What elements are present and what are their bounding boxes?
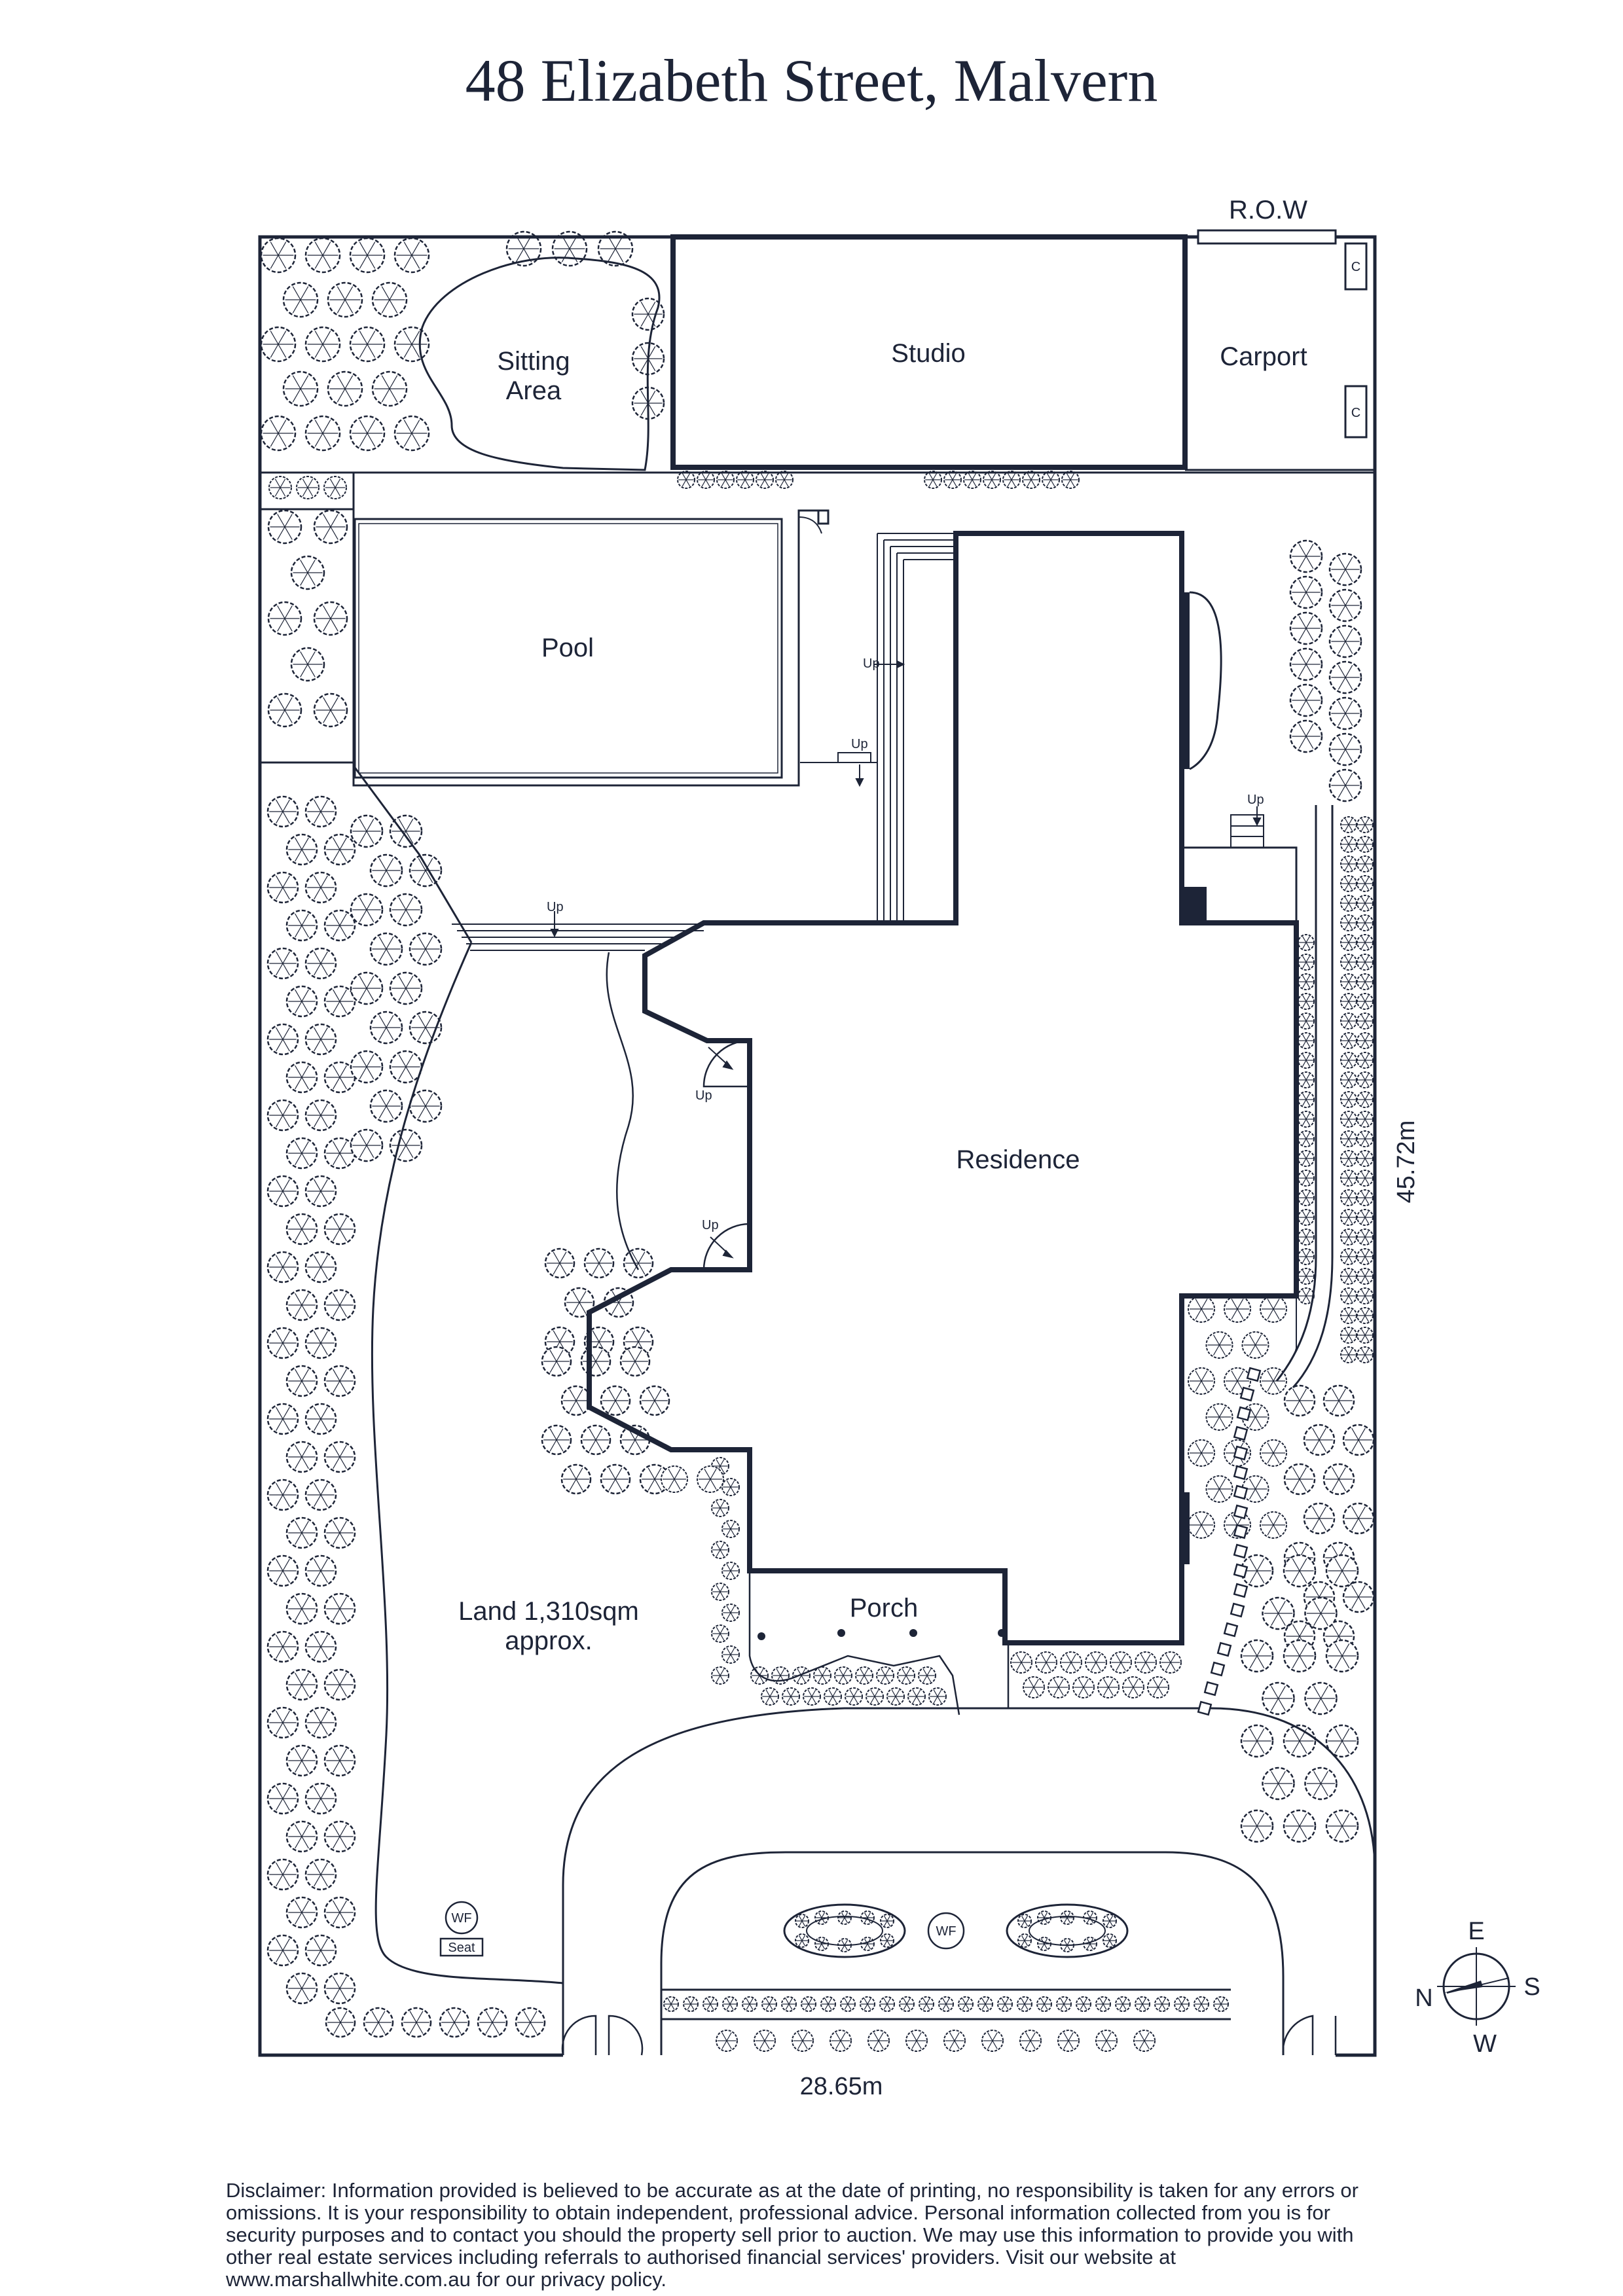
driveway (562, 1707, 1376, 2055)
pool-label: Pool (541, 634, 594, 662)
compass-n: N (1415, 1984, 1432, 2012)
carport-cupboard-bottom (1344, 385, 1368, 439)
stepping-stones (1197, 1367, 1262, 1716)
porch-label: Porch (850, 1594, 919, 1623)
svg-text:Seat: Seat (448, 1941, 475, 1955)
sitting-area-label-2: Area (506, 376, 562, 405)
water-feature-garden (445, 1901, 479, 1935)
width-dimension: 28.65m (800, 2073, 883, 2100)
compass: E S N W (1415, 1918, 1540, 2058)
planter-left (783, 1903, 906, 1958)
compass-s: S (1523, 1973, 1540, 2001)
sitting-area (418, 257, 661, 471)
disclaimer: Disclaimer: Information provided is beli… (226, 2179, 1359, 2291)
row-gate (1197, 229, 1337, 245)
compass-w: W (1473, 2030, 1497, 2058)
residence-label: Residence (956, 1145, 1080, 1174)
pool (354, 518, 783, 779)
up-label-side: Up (1247, 793, 1264, 807)
cupboard-label-top: C (1351, 260, 1360, 274)
studio (670, 234, 1188, 470)
page-title: 48 Elizabeth Street, Malvern (465, 47, 1158, 114)
carport-cupboard-top (1344, 242, 1368, 291)
depth-dimension: 45.72m (1393, 1121, 1420, 1204)
landscaping-trees (260, 230, 1375, 2052)
carport-label: Carport (1220, 342, 1307, 371)
up-label-terrace: Up (547, 900, 564, 914)
up-label-door-1: Up (695, 1088, 712, 1103)
row-label: R.O.W (1229, 196, 1307, 224)
up-label-door-2: Up (702, 1218, 719, 1232)
land-area-label-2: approx. (505, 1626, 592, 1655)
residence (587, 531, 1299, 1645)
cupboard-label-bottom: C (1351, 406, 1360, 420)
up-label-pool: Up (851, 737, 868, 751)
studio-label: Studio (891, 339, 965, 368)
planter-right (1006, 1903, 1129, 1958)
compass-e: E (1468, 1918, 1484, 1945)
land-area-label-1: Land 1,310sqm (458, 1597, 639, 1626)
water-feature-driveway (927, 1912, 965, 1950)
garden-seat (439, 1937, 484, 1957)
sitting-area-label-1: Sitting (497, 347, 570, 376)
up-label-deck: Up (863, 656, 880, 671)
svg-text:WF: WF (936, 1924, 956, 1939)
svg-text:WF: WF (451, 1911, 471, 1926)
